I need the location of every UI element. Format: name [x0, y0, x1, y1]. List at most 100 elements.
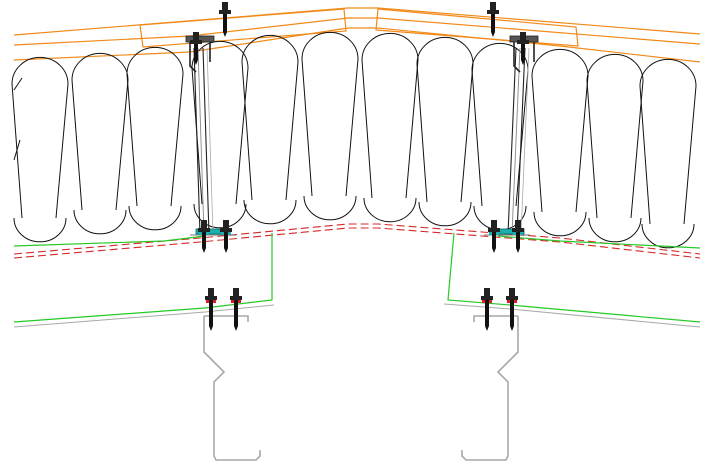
insulation-bottom-lobe — [533, 211, 587, 237]
spacer-rail-right-a — [507, 47, 517, 235]
fixing-base-right-1-tip — [492, 248, 496, 253]
fixing-base-right-1-shank — [492, 232, 496, 248]
fixing-purlin-right-2-tip — [510, 326, 514, 331]
fixing-top-left-shank — [223, 14, 227, 32]
insulation-fibre — [416, 63, 428, 203]
spacer-rail-right-b — [511, 47, 521, 235]
insulation-fibre — [71, 79, 83, 211]
insulation-bottom-lobe — [363, 197, 417, 223]
insulation-top-lobe — [191, 40, 249, 69]
fixing-top-left — [219, 2, 231, 37]
fixing-base-right-2-washer — [512, 228, 524, 232]
insulation-top-lobe — [301, 31, 359, 60]
fixing-purlin-right-1-washer — [481, 296, 493, 300]
fixing-bracket-top-right-head — [520, 32, 526, 40]
ridge-flashing-left — [139, 8, 347, 48]
insulation-bottom-lobe — [641, 223, 695, 249]
liner-gray-left — [13, 304, 275, 328]
fixing-purlin-left-2-shank — [234, 300, 238, 326]
insulation-fibre — [361, 59, 373, 199]
vapour-control-line-lower — [13, 227, 701, 259]
insulation-fibre — [586, 80, 598, 219]
insulation-fibre — [471, 69, 483, 207]
insulation-fibre — [531, 75, 543, 213]
fixing-bracket-top-left-head — [193, 32, 199, 40]
fixing-purlin-right-1 — [481, 288, 493, 331]
fixing-top-left-tip — [223, 32, 227, 37]
fixing-base-left-2-washer — [220, 228, 232, 232]
fixing-base-right-1 — [488, 220, 500, 253]
spacer-rail-left-d — [206, 47, 214, 235]
outer-sheet-inner-line — [13, 17, 701, 46]
fixing-purlin-left-2 — [230, 288, 242, 331]
fixing-top-right-tip — [491, 32, 495, 37]
fixings — [190, 2, 529, 331]
insulation-fibre — [170, 73, 184, 207]
fixing-top-left-washer — [219, 10, 231, 14]
insulation-bottom-lobe — [128, 205, 182, 231]
fixing-bracket-top-left — [190, 32, 202, 65]
insulation-fibre — [460, 63, 474, 203]
fixing-top-right-washer — [487, 10, 499, 14]
fixing-base-right-2 — [512, 220, 524, 253]
vapour-control-line-upper — [13, 223, 701, 255]
fixing-purlin-right-2 — [506, 288, 518, 331]
insulation-bottom-lobe — [588, 217, 642, 243]
insulation-layer — [11, 31, 697, 249]
fixing-base-left-2-head — [223, 220, 229, 228]
spacer-rail-left-c — [202, 47, 210, 235]
fixing-bracket-top-right-shank — [521, 44, 525, 60]
fixing-bracket-top-right-washer — [517, 40, 529, 44]
spacer-rail-left-b — [197, 47, 205, 235]
fixing-bracket-top-right-tip — [521, 60, 525, 65]
fixing-purlin-right-1-shank — [485, 300, 489, 326]
fixing-base-left-1 — [198, 220, 210, 253]
fixing-base-right-1-head — [491, 220, 497, 228]
insulation-fibre — [285, 61, 299, 201]
insulation-fibre — [301, 58, 313, 197]
fixing-top-right-head — [490, 2, 496, 10]
fixing-base-right-1-washer — [488, 228, 500, 232]
insulation-fibre — [115, 79, 129, 211]
fixing-purlin-left-1-head — [208, 288, 214, 296]
liner-lower-right — [447, 232, 701, 323]
fixing-base-left-1-shank — [202, 232, 206, 248]
liner-upper-right — [497, 235, 701, 249]
insulation-top-lobe — [126, 46, 184, 75]
fixing-base-right-2-shank — [516, 232, 520, 248]
insulation-top-lobe — [531, 48, 589, 77]
insulation-fibre — [515, 69, 529, 207]
insulation-fibre — [241, 61, 253, 201]
fixing-base-left-2 — [220, 220, 232, 253]
fixing-purlin-left-1-washer — [205, 296, 217, 300]
fixing-bracket-top-left-tip — [194, 60, 198, 65]
insulation-bottom-lobe — [193, 203, 247, 229]
fixing-purlin-right-2-shank — [510, 300, 514, 326]
fixing-top-left-head — [222, 2, 228, 10]
top-clip-left — [189, 42, 211, 73]
insulation-fibre — [639, 85, 651, 225]
fixing-bracket-top-left-shank — [194, 44, 198, 60]
insulation-top-lobe — [241, 34, 299, 63]
insulation-top-lobe — [471, 42, 529, 71]
fixing-base-left-2-tip — [224, 248, 228, 253]
insulation-fibre — [345, 58, 359, 197]
fixing-bracket-top-left-washer — [190, 40, 202, 44]
spacer-rail-right-d — [520, 47, 530, 235]
insulation-bottom-lobe — [13, 217, 67, 243]
insulation-top-lobe — [11, 56, 69, 85]
vapour-control-layer — [13, 223, 701, 259]
insulation-bottom-lobe — [73, 209, 127, 235]
ridge-flashing-right — [375, 8, 579, 47]
fixing-purlin-left-1-shank — [209, 300, 213, 326]
insulation-edge — [13, 139, 21, 161]
fixing-purlin-left-2-washer — [230, 296, 242, 300]
insulation-top-lobe — [416, 36, 474, 65]
fixing-top-right-shank — [491, 14, 495, 32]
fixing-purlin-left-1 — [205, 288, 217, 331]
insulation-edge — [13, 77, 23, 91]
insulation-top-lobe — [361, 32, 419, 61]
insulation-top-lobe — [639, 58, 697, 87]
outer-sheet-bottom-line — [13, 27, 701, 63]
